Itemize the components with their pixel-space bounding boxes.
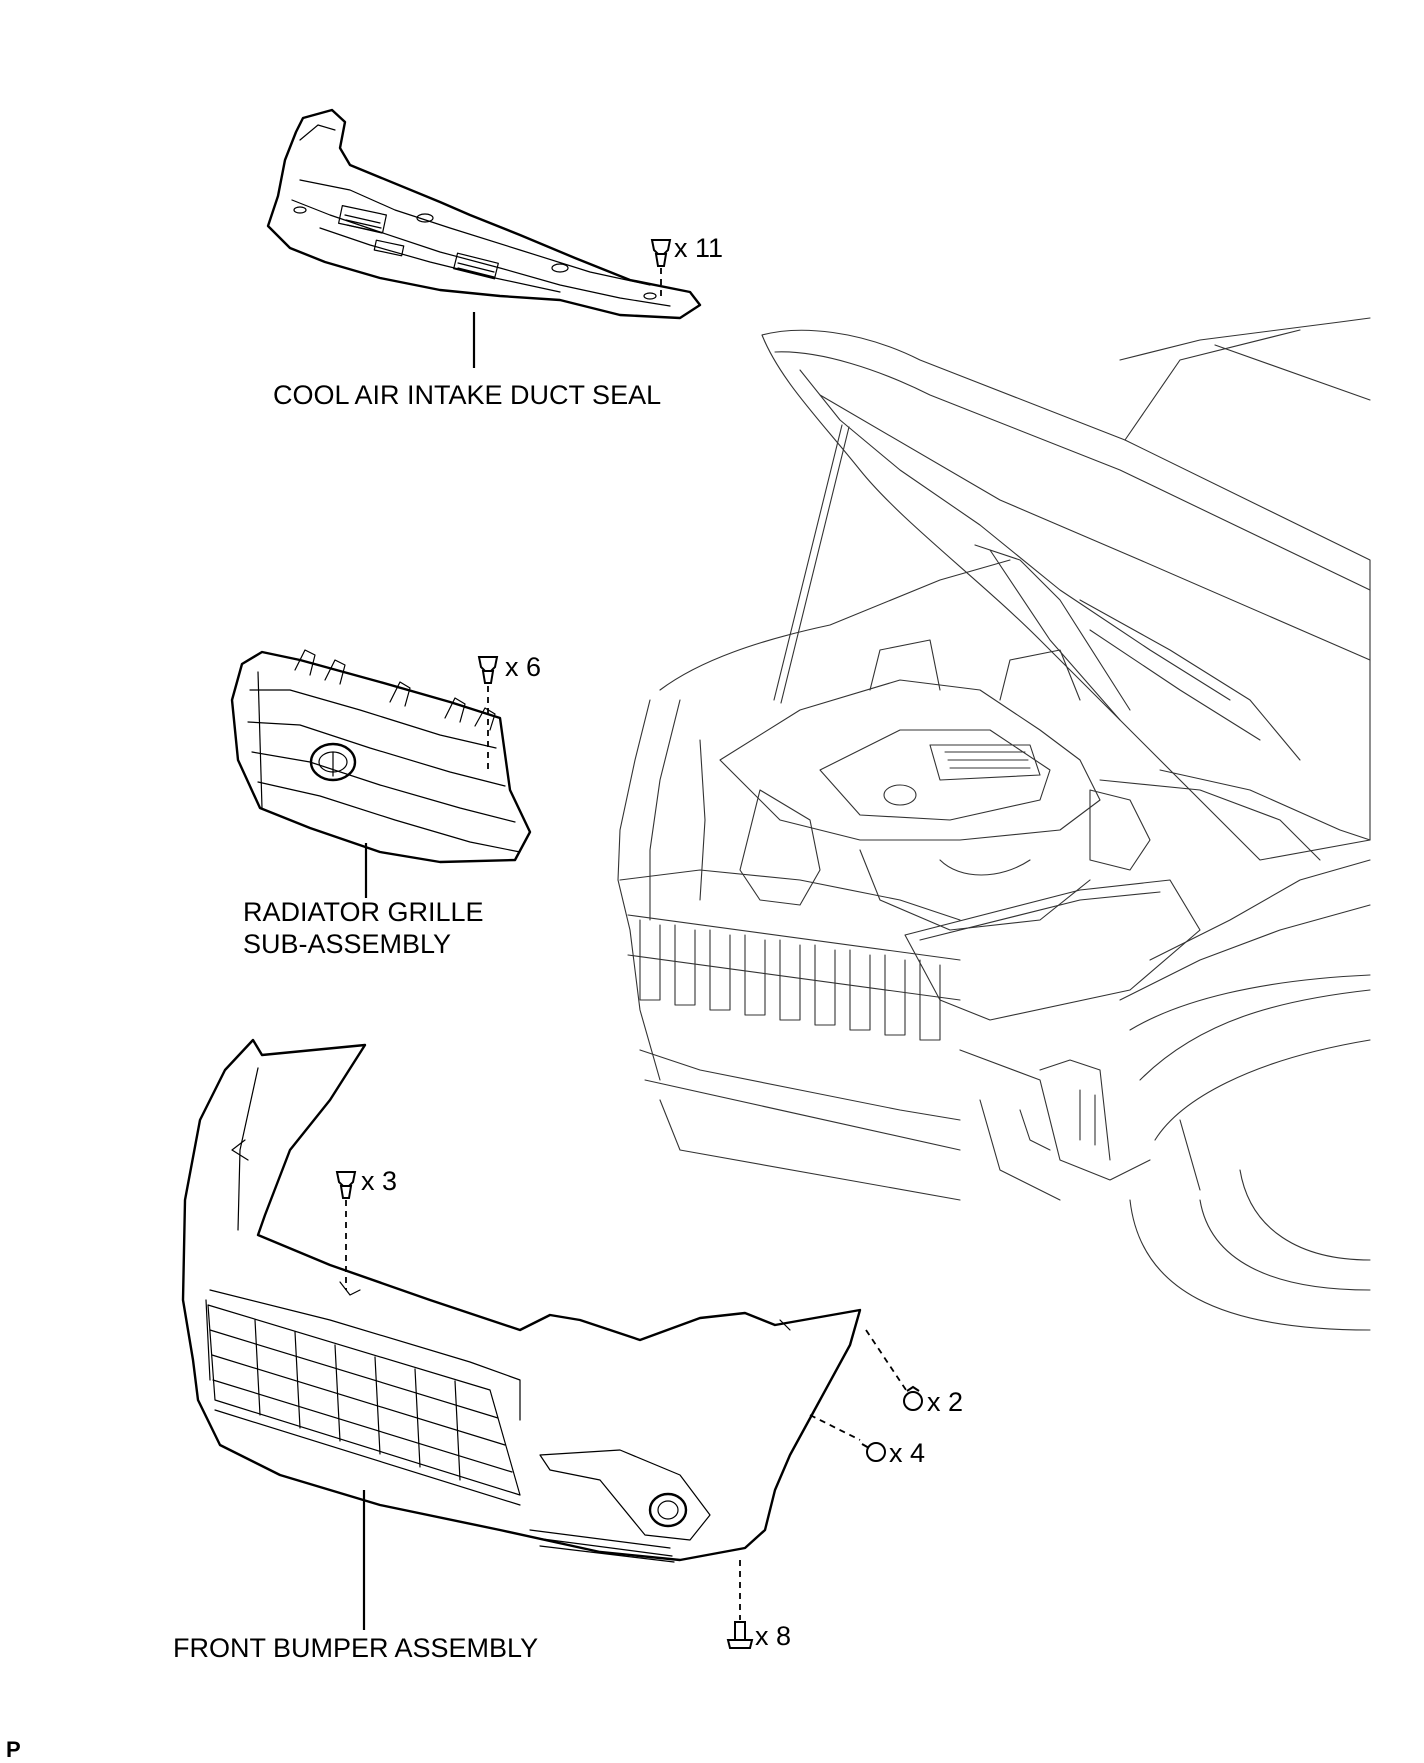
clip-icon [477,656,499,684]
grille-clip-quantity: x 6 [505,652,541,682]
bumper-side-screw-quantity: x 2 [927,1387,963,1417]
figure-code: P [6,1737,21,1762]
radiator-grille-label-line2: SUB-ASSEMBLY [243,929,451,959]
radiator-grille-part [230,649,532,864]
front-bumper-assembly-label: FRONT BUMPER ASSEMBLY [173,1633,538,1663]
front-bumper-part [181,1038,862,1563]
bumper-side-bolt-dashed-line [809,1414,861,1441]
vehicle-front-illustration [617,317,1371,1331]
bumper-bottom-screw-quantity: x 8 [755,1621,791,1651]
cool-air-intake-duct-seal-part [266,108,702,320]
bolt-icon [861,1442,886,1462]
radiator-support-slots [639,919,941,1041]
radiator-grille-label-line1: RADIATOR GRILLE [243,897,484,927]
screw-icon [726,1621,754,1649]
clip-icon [335,1171,357,1199]
clip-icon [650,239,672,267]
bumper-top-clip-quantity: x 3 [361,1166,397,1196]
cool-air-intake-duct-seal-label: COOL AIR INTAKE DUCT SEAL [273,380,661,410]
screw-icon [903,1385,923,1411]
bumper-side-bolt-quantity: x 4 [889,1438,925,1468]
duct-seal-clip-quantity: x 11 [674,233,723,263]
bumper-side-screw-dashed-line [865,1329,907,1391]
